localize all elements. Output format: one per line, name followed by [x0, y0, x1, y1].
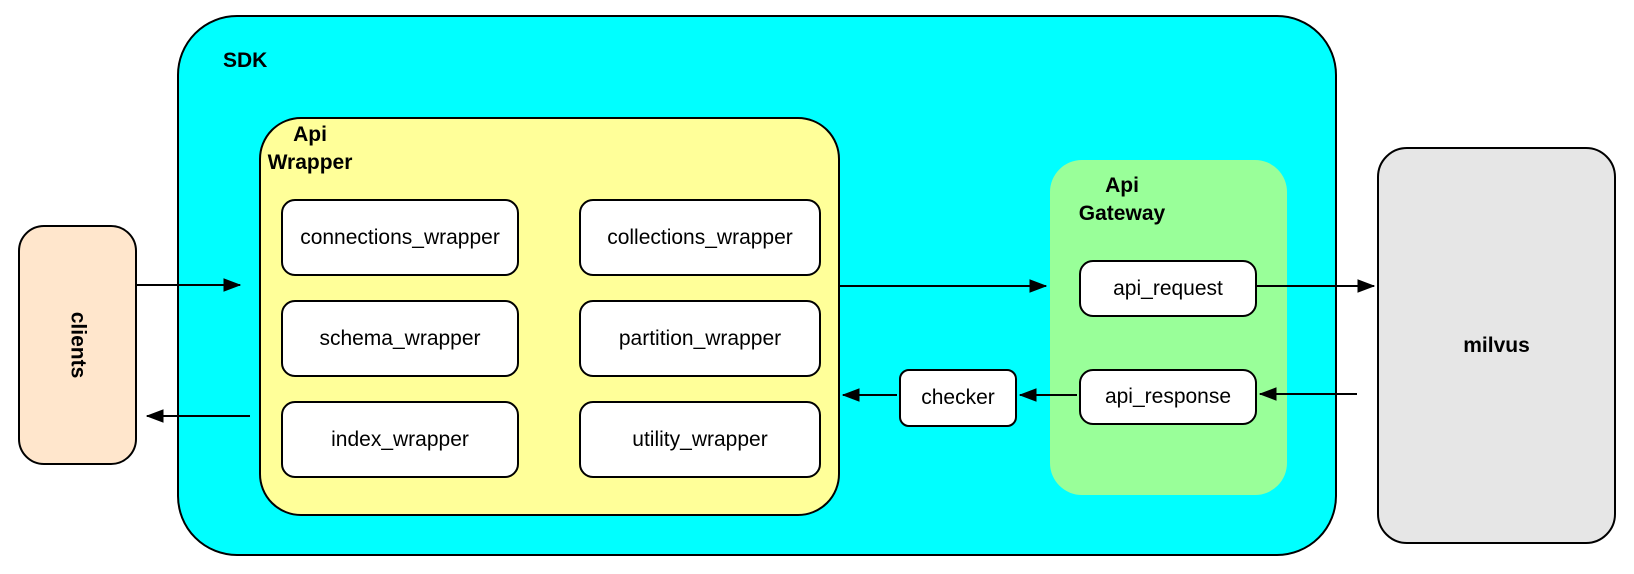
connections-wrapper-node: connections_wrapper [281, 199, 519, 276]
clients-label: clients [66, 311, 90, 379]
api-request-node: api_request [1079, 260, 1257, 317]
index-wrapper-node: index_wrapper [281, 401, 519, 478]
clients-box: clients [18, 225, 137, 465]
api-gateway-box: Api Gateway api_request api_response [1050, 160, 1287, 495]
collections-wrapper-node: collections_wrapper [579, 199, 821, 276]
schema-wrapper-node: schema_wrapper [281, 300, 519, 377]
partition-wrapper-node: partition_wrapper [579, 300, 821, 377]
checker-node: checker [899, 369, 1017, 427]
milvus-label: milvus [1463, 333, 1530, 357]
sdk-box: SDK Api Wrapper connections_wrapper coll… [177, 15, 1337, 556]
api-wrapper-box: Api Wrapper connections_wrapper collecti… [259, 117, 840, 516]
api-gateway-label: Api Gateway [1078, 174, 1166, 225]
sdk-label: SDK [223, 49, 268, 72]
api-wrapper-label: Api Wrapper [267, 123, 353, 174]
api-response-node: api_response [1079, 369, 1257, 425]
utility-wrapper-node: utility_wrapper [579, 401, 821, 478]
milvus-box: milvus [1377, 147, 1616, 544]
